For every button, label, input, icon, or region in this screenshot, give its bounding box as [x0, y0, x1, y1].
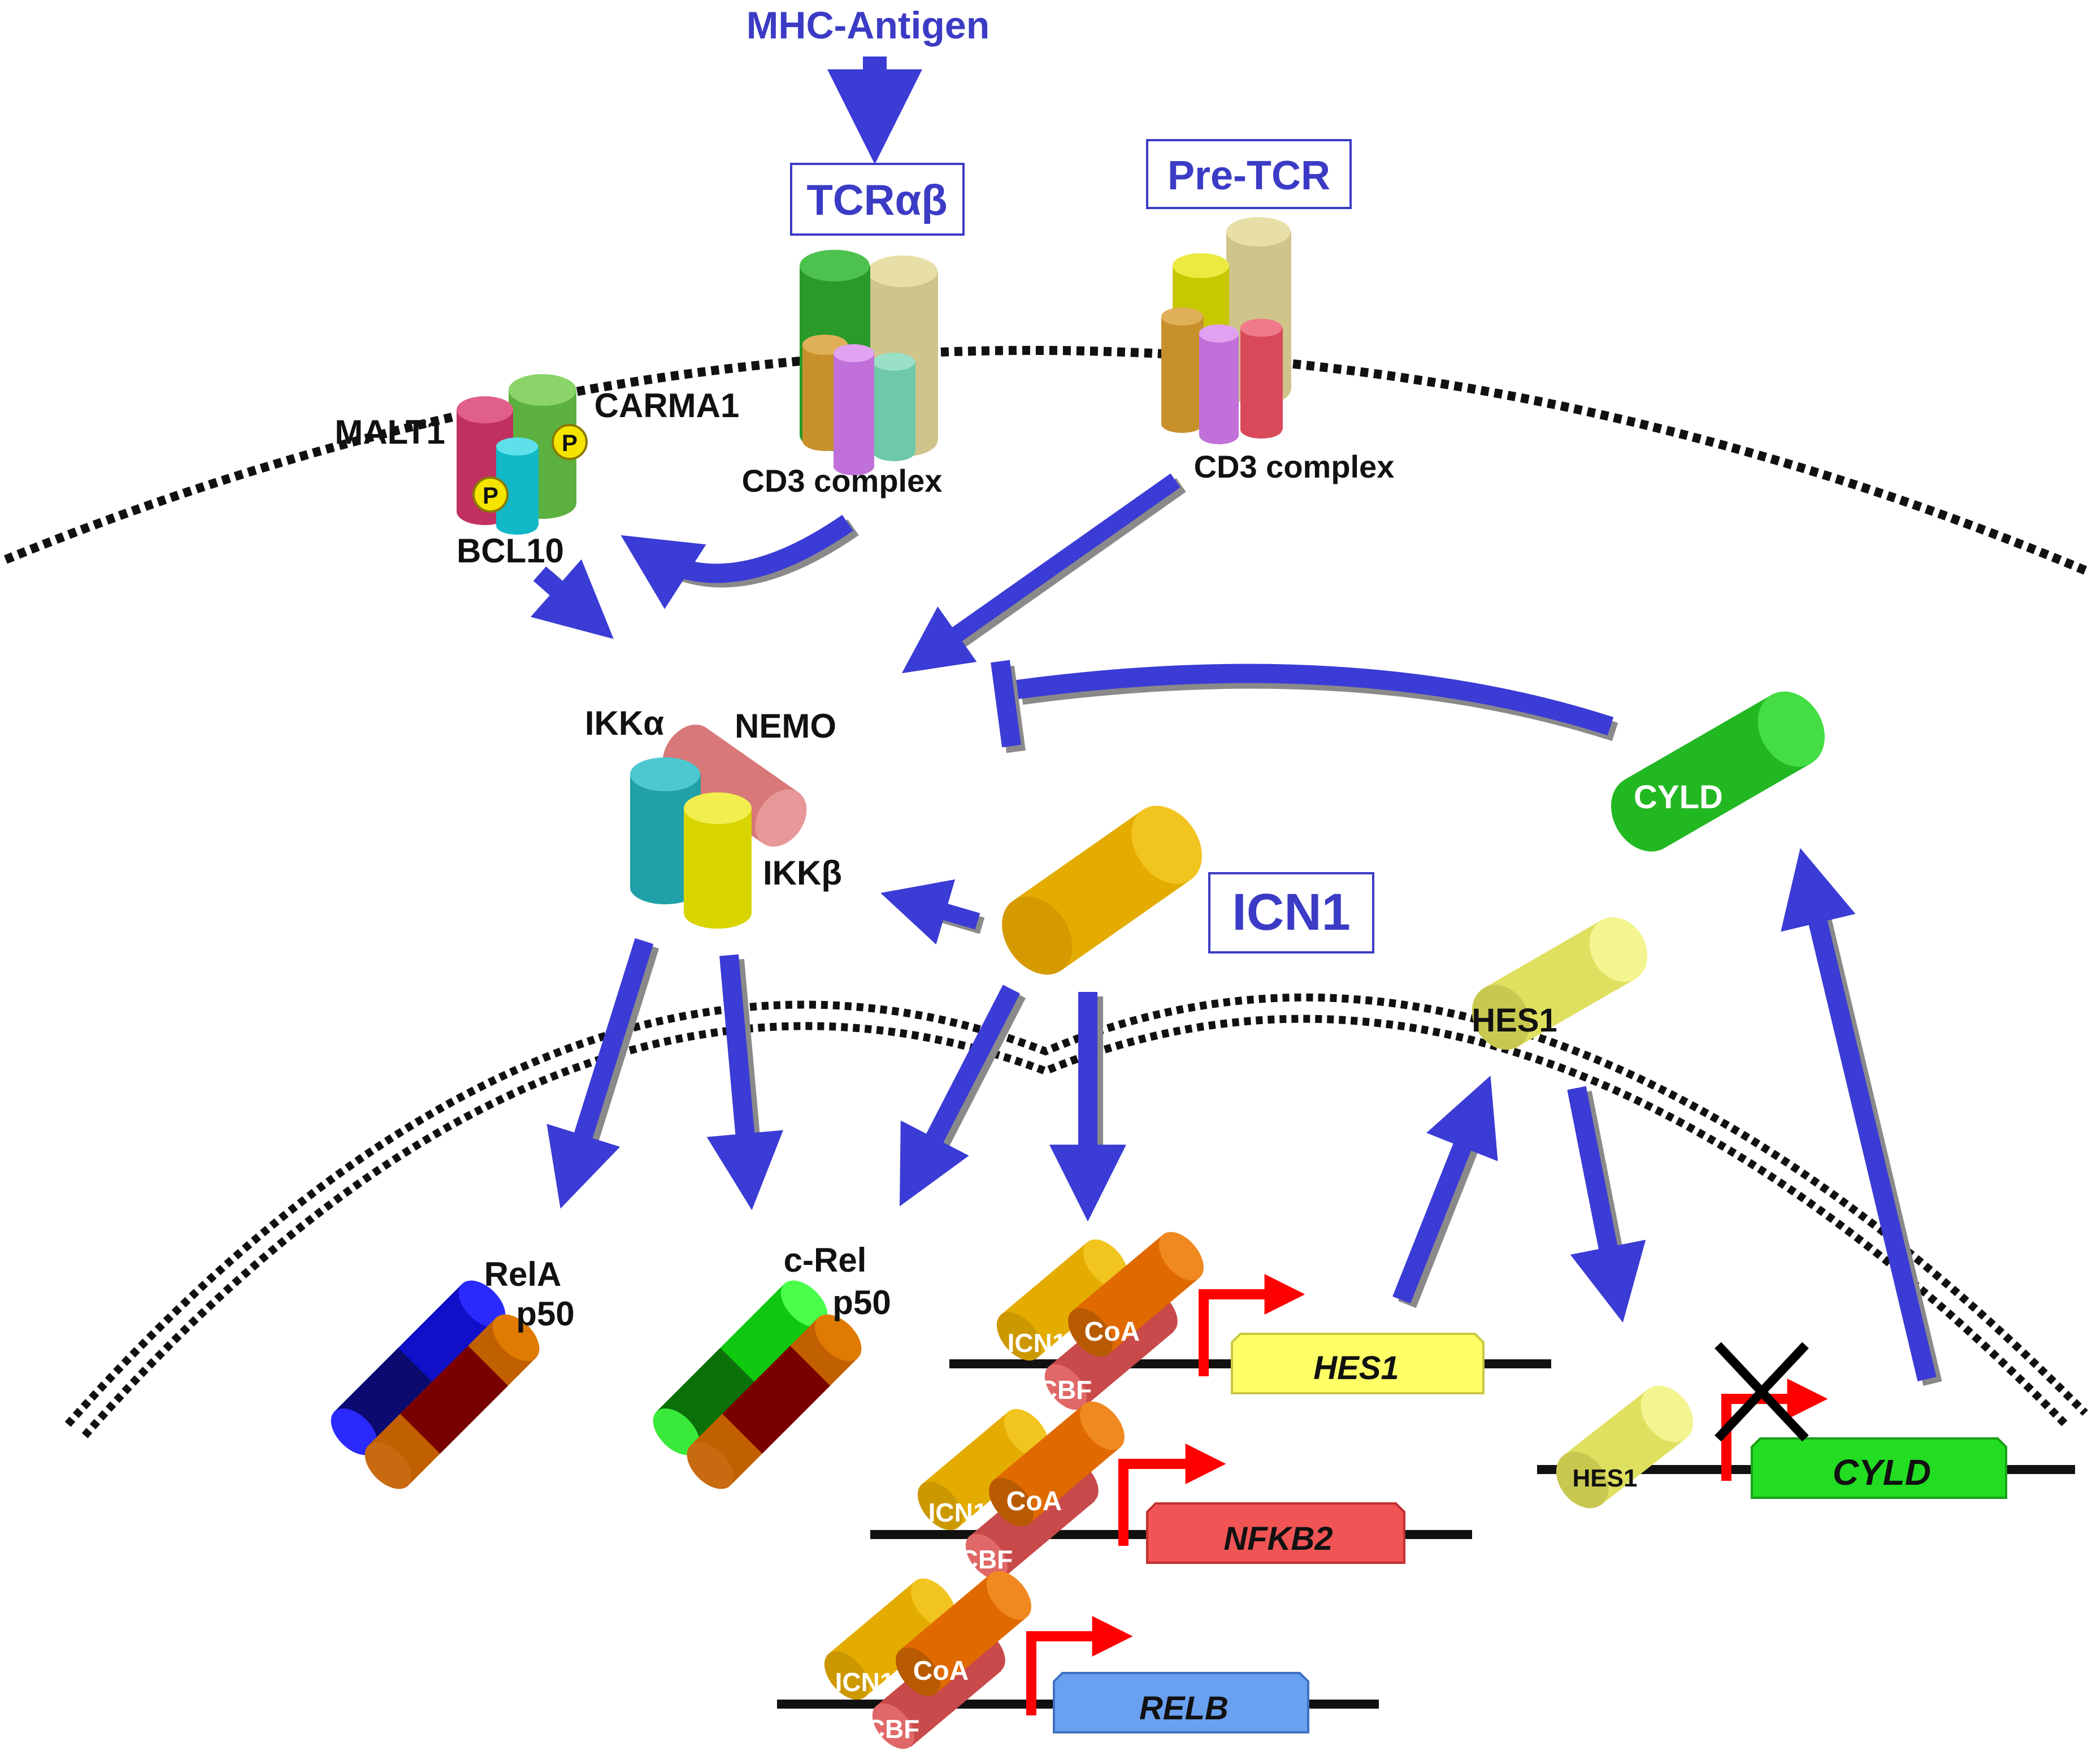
complex-icn1-label-nfkb2: ICN1 [928, 1498, 988, 1527]
gene-row-nfkb2: NFKB2 ICN1 CoA CBF [870, 1401, 1472, 1580]
tcr-cd3-complex-left [800, 250, 938, 475]
nemo-label: NEMO [735, 707, 836, 745]
relb-gene-label: RELB [1139, 1690, 1229, 1727]
icn1-label-box: ICN1 [1208, 872, 1374, 953]
gene-row-hes1: HES1 ICN1 CoA CBF [949, 1232, 1551, 1410]
phospho-site-carma1: P [552, 424, 588, 460]
cyld-protein: CYLD [1611, 691, 1825, 852]
carma1-label: CARMA1 [594, 387, 740, 424]
bcl10-label: BCL10 [457, 532, 564, 570]
rela-p50-dimer [331, 1280, 540, 1489]
crel-label: c-Rel [784, 1241, 867, 1279]
icn1-coa-cbf-complex-nfkb2: ICN1 CoA CBF [917, 1401, 1125, 1580]
ikka-label: IKKα [585, 704, 664, 742]
cd3-complex-right-label: CD3 complex [1194, 449, 1395, 484]
cd3-complex-left-label: CD3 complex [742, 463, 943, 499]
cyld-gene-box: CYLD [1751, 1437, 2007, 1499]
mhc-antigen-label: MHC-Antigen [746, 4, 990, 47]
signal-arrows [530, 57, 1942, 1386]
hes1-gene-box: HES1 [1231, 1333, 1485, 1394]
crel-p50-dimer [653, 1280, 862, 1489]
gene-row-cyld: CYLD HES1 [1537, 1342, 2075, 1509]
icn1-label: ICN1 [1232, 883, 1351, 941]
complex-icn1-label-relb: ICN1 [835, 1667, 895, 1697]
hes1-protein-label: HES1 [1472, 1002, 1557, 1039]
complex-cbf-label-nfkb2: CBF [960, 1545, 1013, 1574]
icn1-protein [1002, 805, 1202, 975]
hes1-repressor: HES1 [1556, 1385, 1694, 1509]
cyld-protein-label: CYLD [1634, 779, 1723, 816]
nuclear-membrane [64, 993, 2088, 1438]
cell-membrane [3, 345, 2089, 575]
nfkb2-gene-label: NFKB2 [1223, 1520, 1333, 1557]
phospho-label-2: P [483, 482, 498, 509]
icn1-coa-cbf-complex-hes1: ICN1 CoA CBF [996, 1232, 1204, 1410]
hes1-repressor-label: HES1 [1573, 1464, 1638, 1492]
complex-icn1-label-hes1: ICN1 [1008, 1328, 1067, 1358]
complex-cbf-label-hes1: CBF [1039, 1375, 1092, 1405]
relb-gene-box: RELB [1053, 1672, 1309, 1733]
rela-label: RelA [484, 1255, 562, 1293]
icn1-coa-cbf-complex-relb: ICN1 CoA CBF [824, 1571, 1031, 1749]
cyld-gene-label: CYLD [1833, 1452, 1931, 1493]
tcr-ab-box: TCRαβ [790, 163, 965, 236]
carma1-malt1-bcl10-complex: P P [457, 374, 588, 535]
complex-coa-label-nfkb2: CoA [1006, 1486, 1062, 1516]
phospho-site-bcl10: P [472, 476, 509, 513]
p50-label-b: p50 [832, 1284, 891, 1321]
p50-label-a: p50 [516, 1295, 574, 1333]
complex-cbf-label-relb: CBF [866, 1714, 920, 1744]
ikk-complex [630, 725, 807, 929]
repression-cross-icon [1715, 1342, 1809, 1442]
ikkb-label: IKKβ [763, 854, 842, 892]
tcr-ab-label: TCRαβ [806, 176, 947, 224]
complex-coa-label-hes1: CoA [1084, 1317, 1140, 1347]
malt1-label: MALT1 [335, 413, 445, 451]
pre-tcr-cd3-complex-right [1161, 217, 1291, 444]
pre-tcr-box: Pre-TCR [1146, 139, 1352, 209]
nfkb2-gene-box: NFKB2 [1146, 1502, 1405, 1564]
gene-row-relb: RELB ICN1 CoA CBF [777, 1571, 1379, 1749]
hes1-protein: HES1 [1472, 917, 1648, 1050]
hes1-gene-label: HES1 [1313, 1350, 1399, 1386]
phospho-label-1: P [562, 430, 578, 456]
complex-coa-label-relb: CoA [913, 1656, 969, 1686]
pre-tcr-label: Pre-TCR [1167, 153, 1330, 198]
